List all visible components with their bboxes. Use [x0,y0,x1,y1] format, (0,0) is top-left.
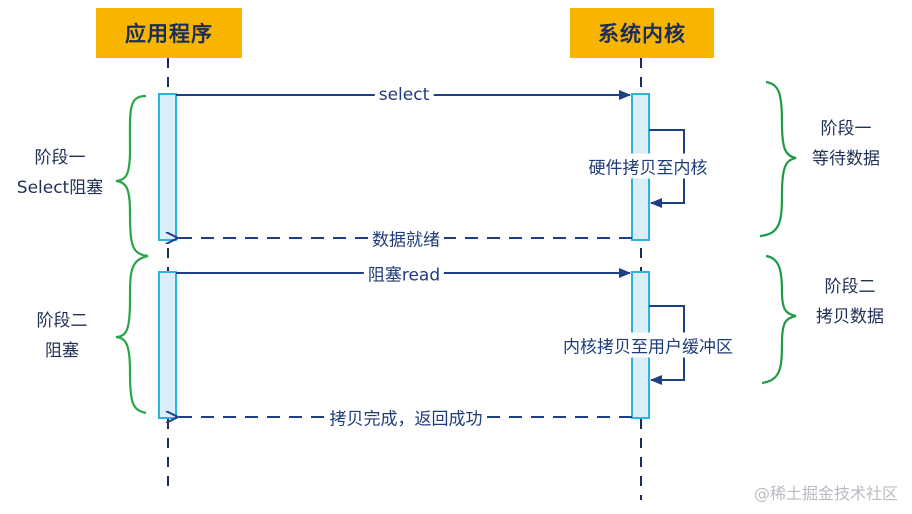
activation-app-2 [158,271,177,419]
right-phase1-title: 阶段一 [820,119,872,139]
right-phase2-label: 阶段二 拷贝数据 [816,272,884,332]
right-brace-phase2 [761,254,797,385]
left-phase2-label: 阶段二 阻塞 [37,306,88,366]
right-phase1-label: 阶段一 等待数据 [812,114,880,174]
self-call-hardware-copy-label: 硬件拷贝至内核 [584,153,712,179]
self-call-kernel-copy-label: 内核拷贝至用户缓冲区 [559,332,737,358]
watermark: @稀土掘金技术社区 [753,484,898,503]
right-phase2-subtitle: 拷贝数据 [816,307,884,327]
left-phase1-subtitle: Select阻塞 [16,178,104,198]
actor-application: 应用程序 [96,8,242,58]
left-phase2-subtitle: 阻塞 [45,341,79,361]
right-phase1-subtitle: 等待数据 [812,149,880,169]
left-brace-phase2 [115,254,149,415]
actor-kernel-label: 系统内核 [598,22,686,46]
activation-app-1 [158,93,177,241]
left-phase2-title: 阶段二 [36,311,88,331]
right-brace-phase1 [759,80,797,238]
message-select-label: select [374,85,434,105]
actor-application-label: 应用程序 [125,22,213,46]
actor-kernel: 系统内核 [570,8,714,58]
message-data-ready-label: 数据就绪 [368,225,444,251]
message-copy-done-label: 拷贝完成，返回成功 [325,404,487,430]
message-blocking-read-label: 阻塞read [363,260,445,286]
left-phase1-title: 阶段一 [34,148,86,168]
left-phase1-label: 阶段一 Select阻塞 [17,143,103,203]
left-brace-phase1 [115,94,149,258]
right-phase2-title: 阶段二 [824,277,876,297]
